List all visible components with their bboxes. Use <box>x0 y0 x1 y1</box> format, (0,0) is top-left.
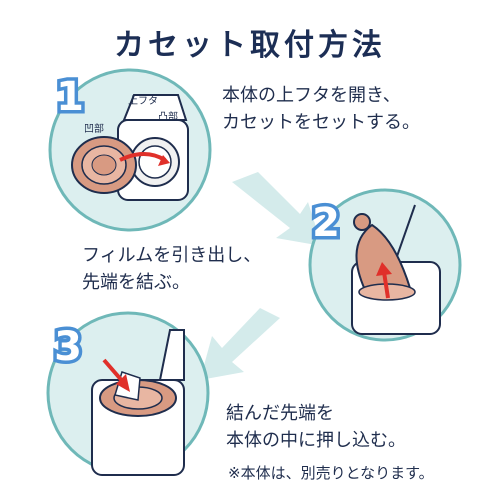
flow-arrow-2-to-3 <box>200 308 280 380</box>
page-title: カセット取付方法 <box>114 28 386 63</box>
label-top-lid: 上フタ <box>128 95 158 107</box>
step-1-text: 本体の上フタを開き、 カセットをセットする。 <box>222 85 420 133</box>
step-3-text: 結んだ先端を 本体の中に押し込む。 <box>226 403 406 451</box>
svg-text:1: 1 <box>56 74 84 120</box>
label-concave: 凹部 <box>84 122 104 135</box>
step-2-text: フィルムを引き出し、 先端を結ぶ。 <box>82 245 262 293</box>
note-text: ※本体は、別売りとなります。 <box>228 464 434 482</box>
svg-text:3: 3 <box>54 324 82 370</box>
step-3-badge: 3 <box>51 321 86 374</box>
step-3-illustration <box>46 311 210 476</box>
label-convex: 凸部 <box>158 110 178 123</box>
step-1-badge: 1 <box>53 71 88 124</box>
svg-text:2: 2 <box>312 200 340 246</box>
step-2-badge: 2 <box>309 197 344 250</box>
step-2-illustration <box>308 188 462 342</box>
flow-arrow-1-to-2 <box>232 172 322 246</box>
step-1-illustration: 上フタ 凹部 凸部 <box>48 68 212 232</box>
